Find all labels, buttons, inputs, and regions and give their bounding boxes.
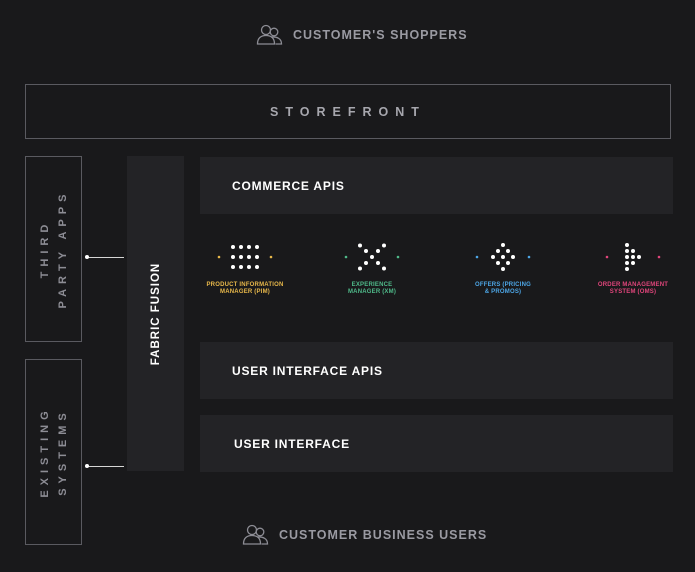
user-interface-panel: USER INTERFACE — [200, 415, 673, 472]
people-icon — [256, 24, 283, 45]
xm-dot-x-icon — [344, 243, 400, 271]
user-interface-apis-label: USER INTERFACE APIS — [232, 363, 383, 378]
xm-module: EXPERIENCE MANAGER (XM) — [324, 243, 420, 296]
third-party-connector — [87, 257, 124, 258]
oms-module: ORDER MANAGEMENT SYSTEM (OMS) — [585, 243, 681, 296]
existing-systems-connector — [87, 466, 124, 467]
fabric-fusion-label: FABRIC FUSION — [149, 262, 162, 365]
customer-business-users-group: CUSTOMER BUSINESS USERS — [242, 524, 487, 546]
commerce-apis-panel: COMMERCE APIS — [200, 157, 673, 214]
user-interface-apis-panel: USER INTERFACE APIS — [200, 342, 673, 399]
customers-shoppers-label: CUSTOMER'S SHOPPERS — [293, 28, 468, 42]
existing-systems-box: EXISTING SYSTEMS — [25, 359, 82, 545]
offers-dot-diamond-icon — [475, 243, 531, 271]
xm-label: EXPERIENCE MANAGER (XM) — [347, 282, 397, 295]
existing-systems-connector-dot — [85, 464, 89, 468]
fabric-fusion-bar: FABRIC FUSION — [127, 156, 184, 471]
people-icon — [242, 524, 269, 545]
pim-module: PRODUCT INFORMATION MANAGER (PIM) — [197, 243, 293, 296]
third-party-apps-box: THIRD PARTY APPS — [25, 156, 82, 342]
commerce-apis-label: COMMERCE APIS — [232, 178, 345, 193]
offers-module: OFFERS (PRICING & PROMOS) — [455, 243, 551, 296]
user-interface-label: USER INTERFACE — [234, 436, 350, 451]
third-party-connector-dot — [85, 255, 89, 259]
pim-dot-grid-icon — [217, 245, 273, 269]
oms-dot-triangle-icon — [605, 243, 661, 271]
oms-label: ORDER MANAGEMENT SYSTEM (OMS) — [597, 282, 669, 295]
third-party-apps-label: THIRD PARTY APPS — [38, 189, 69, 309]
customer-business-users-label: CUSTOMER BUSINESS USERS — [279, 528, 488, 542]
existing-systems-label: EXISTING SYSTEMS — [38, 406, 69, 498]
storefront-box: STOREFRONT — [25, 84, 671, 139]
offers-label: OFFERS (PRICING & PROMOS) — [474, 282, 531, 295]
customers-shoppers-group: CUSTOMER'S SHOPPERS — [256, 24, 468, 46]
storefront-label: STOREFRONT — [270, 104, 426, 119]
pim-label: PRODUCT INFORMATION MANAGER (PIM) — [206, 282, 284, 295]
